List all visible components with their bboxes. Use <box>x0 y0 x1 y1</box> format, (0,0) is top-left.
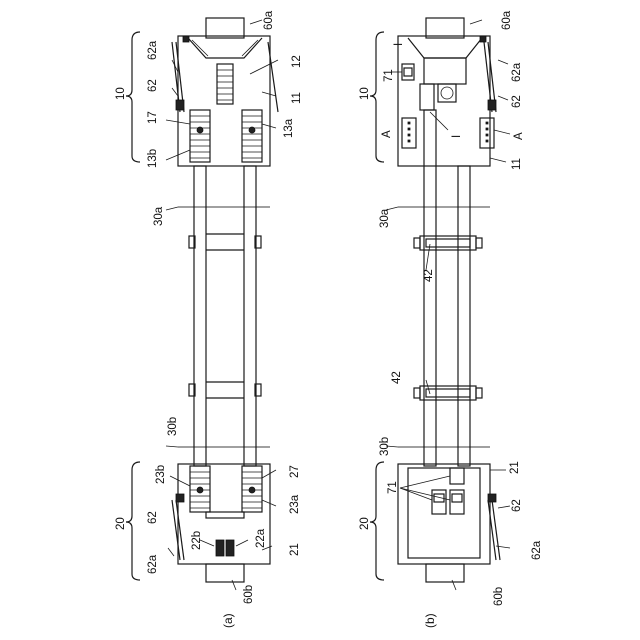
box-71-a <box>450 468 464 484</box>
label-42-bottom-b: 42 <box>391 371 403 384</box>
label-60a-a: 60a <box>263 10 275 30</box>
label-I-top-b: I <box>393 43 405 46</box>
label-62-bottom-b: 62 <box>511 499 523 512</box>
label-A-left-b: A <box>381 130 393 138</box>
label-71-bottom-b: 71 <box>387 481 399 494</box>
label-23b-a: 23b <box>155 465 167 484</box>
label-62-top-a: 62 <box>147 79 159 92</box>
wheel-13a <box>242 110 262 162</box>
label-22b-a: 22b <box>191 531 203 550</box>
caption-a: (a) <box>221 613 235 628</box>
roller-22b <box>216 540 224 556</box>
lower-unit-b <box>398 464 500 582</box>
tower-60b-a <box>206 564 244 582</box>
rails-b <box>398 110 490 466</box>
label-11-b: 11 <box>511 158 523 170</box>
label-30a-b: 30a <box>379 208 391 228</box>
upper-frame-b <box>398 36 490 166</box>
upper-unit-b <box>398 18 496 166</box>
label-20-b: 20 <box>359 517 371 530</box>
label-60b-a: 60b <box>243 585 255 604</box>
wheel-13b <box>190 110 210 162</box>
label-60a-b: 60a <box>501 10 513 30</box>
brace-20-b <box>370 462 384 580</box>
label-13a-a: 13a <box>283 118 295 138</box>
figure-b: 10 I 71 A 60a 62a 62 I A 11 30a 42 42 30… <box>359 10 543 628</box>
label-62-bottom-a: 62 <box>147 511 159 524</box>
label-A-right-b: A <box>513 132 525 140</box>
rails-a <box>178 166 270 466</box>
lower-unit-a <box>172 464 270 582</box>
bracket-42-top <box>420 236 476 250</box>
label-62-top-b: 62 <box>511 95 523 108</box>
label-12-a: 12 <box>291 55 303 68</box>
label-13b-a: 13b <box>147 149 159 168</box>
label-21-b: 21 <box>509 461 521 474</box>
label-60b-b: 60b <box>493 587 505 606</box>
upper-bevel-a <box>188 38 262 58</box>
label-27-a: 27 <box>289 465 301 478</box>
label-23a-a: 23a <box>289 494 301 514</box>
label-71-top-b: 71 <box>383 69 395 82</box>
brush-30b-b <box>398 443 490 451</box>
label-30b-b: 30b <box>379 437 391 456</box>
label-11-a: 11 <box>291 92 303 104</box>
label-I-right-b: I <box>451 135 463 138</box>
label-62a-top-b: 62a <box>511 62 523 82</box>
brace-10-a <box>126 32 140 162</box>
label-20-a: 20 <box>115 517 127 530</box>
brush-30a <box>178 203 270 211</box>
label-10-b: 10 <box>359 87 371 100</box>
label-10-a: 10 <box>115 87 127 100</box>
brush-30a-b <box>398 203 490 211</box>
label-22a-a: 22a <box>255 528 267 548</box>
label-62a-top-a: 62a <box>147 40 159 60</box>
label-62a-bottom-b: 62a <box>531 540 543 560</box>
brace-20-a <box>126 462 140 580</box>
label-21-a: 21 <box>289 543 301 556</box>
caption-b: (b) <box>423 613 437 628</box>
tower-60b-b <box>426 564 464 582</box>
figure-a: 10 62a 62 17 13b 60a 12 11 13a 30a 30b 2… <box>115 10 303 628</box>
tower-60a-a <box>206 18 244 38</box>
roller-22a <box>226 540 234 556</box>
tower-60a-b <box>426 18 464 38</box>
brace-10-b <box>370 32 384 162</box>
upper-frame-a <box>178 36 270 166</box>
label-42-top-b: 42 <box>423 269 435 282</box>
brush-30b <box>178 443 270 451</box>
label-17-a: 17 <box>147 111 159 124</box>
label-62a-bottom-a: 62a <box>147 554 159 574</box>
label-30b-a: 30b <box>167 417 179 436</box>
label-30a-a: 30a <box>153 206 165 226</box>
top-block-b <box>424 58 466 84</box>
